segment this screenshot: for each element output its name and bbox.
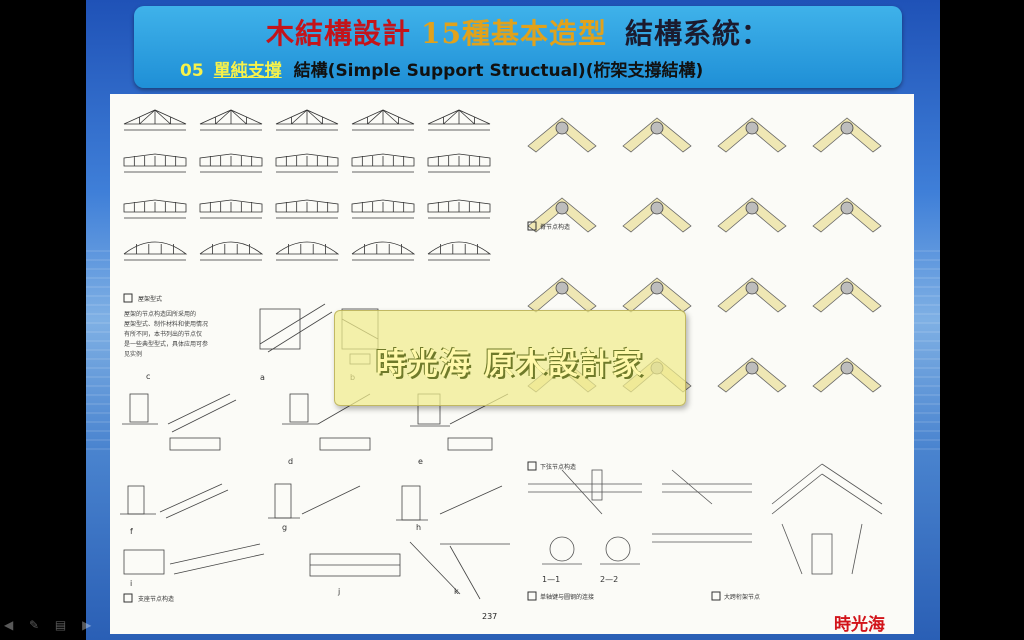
truss-diagram (123, 241, 188, 255)
joint-detail (527, 277, 597, 313)
truss-diagram (351, 153, 415, 167)
truss-diagram (275, 199, 339, 213)
svg-text:屋架型式: 屋架型式 (138, 295, 162, 303)
truss-diagram (199, 241, 264, 255)
slide: 木結構設計 15種基本造型結構系統： 05 單純支撐結構(Simple Suppor… (86, 0, 940, 640)
joint-detail (812, 117, 882, 153)
joint-detail (717, 277, 787, 313)
svg-text:d: d (288, 457, 293, 466)
joint-detail (622, 117, 692, 153)
watermark-text: 時光海 原木設計家 (375, 347, 645, 382)
svg-text:有所不同，本书列出的节点仅: 有所不同，本书列出的节点仅 (124, 330, 202, 338)
truss-diagram (199, 109, 263, 125)
svg-text:c: c (146, 372, 150, 381)
truss-diagram (427, 241, 492, 255)
joint-detail (812, 357, 882, 393)
joint-detail (527, 117, 597, 153)
truss-diagram (123, 109, 187, 125)
author-mark: 時光海 (834, 615, 885, 635)
page-number: 237 (482, 612, 498, 621)
subtitle-number: 05 (180, 61, 204, 81)
svg-text:支座节点构造: 支座节点构造 (138, 595, 174, 603)
svg-text:屋架型式、制作材料和使用情况: 屋架型式、制作材料和使用情况 (124, 320, 208, 328)
svg-text:k: k (454, 587, 459, 596)
truss-diagram (351, 199, 415, 213)
joint-detail (717, 197, 787, 233)
title-part-1: 木結構設計 (266, 17, 412, 50)
truss-diagram (199, 199, 263, 213)
svg-text:2—2: 2—2 (600, 575, 618, 584)
joint-detail (527, 197, 597, 233)
svg-text:g: g (282, 523, 287, 532)
svg-text:e: e (418, 457, 423, 466)
truss-diagram (351, 241, 416, 255)
title-part-2: 15種基本造型 (421, 17, 607, 50)
svg-text:i: i (130, 579, 132, 588)
subtitle-rest: 結構(Simple Support Structual)(桁架支撐結構) (293, 61, 704, 81)
slide-title: 木結構設計 15種基本造型結構系統： (134, 12, 902, 52)
svg-text:脊节点构造: 脊节点构造 (540, 223, 570, 231)
truss-diagram (275, 241, 340, 255)
truss-diagram (123, 199, 187, 213)
truss-diagram (199, 153, 263, 167)
truss-diagram (427, 153, 491, 167)
truss-diagram (427, 199, 491, 213)
watermark-box: 時光海 原木設計家 (334, 310, 686, 406)
joint-detail (812, 197, 882, 233)
truss-diagram (275, 153, 339, 167)
svg-text:1—1: 1—1 (542, 575, 560, 584)
title-part-3: 結構系統： (624, 17, 770, 50)
joint-detail (622, 277, 692, 313)
letterbox-right (940, 0, 1024, 640)
title-banner: 木結構設計 15種基本造型結構系統： 05 單純支撐結構(Simple Suppor… (134, 6, 902, 88)
svg-text:单轴键与圆钢的连接: 单轴键与圆钢的连接 (540, 593, 594, 601)
truss-diagram (275, 109, 339, 125)
joint-detail (812, 277, 882, 313)
svg-text:是一些典型型式，具体应用可参: 是一些典型型式，具体应用可参 (124, 340, 208, 348)
svg-text:f: f (130, 527, 133, 536)
svg-text:a: a (260, 373, 265, 382)
svg-text:h: h (416, 523, 421, 532)
truss-diagram (351, 109, 415, 125)
letterbox-left (0, 0, 86, 640)
truss-diagram (123, 153, 187, 167)
joint-detail (622, 197, 692, 233)
subtitle-underlined: 單純支撐 (213, 61, 282, 81)
svg-text:j: j (337, 587, 340, 596)
svg-text:屋架的节点构造因所采用的: 屋架的节点构造因所采用的 (124, 310, 196, 318)
svg-text:见实例: 见实例 (124, 350, 142, 358)
truss-diagram (427, 109, 491, 125)
joint-detail (717, 117, 787, 153)
svg-text:大跨桁架节点: 大跨桁架节点 (724, 593, 760, 601)
slide-subtitle: 05 單純支撐結構(Simple Support Structual)(桁架支撐結… (180, 56, 703, 81)
svg-text:下弦节点构造: 下弦节点构造 (540, 463, 576, 471)
slide-nav-controls[interactable]: ◀ ✎ ▤ ▶ (4, 618, 98, 632)
joint-detail (717, 357, 787, 393)
